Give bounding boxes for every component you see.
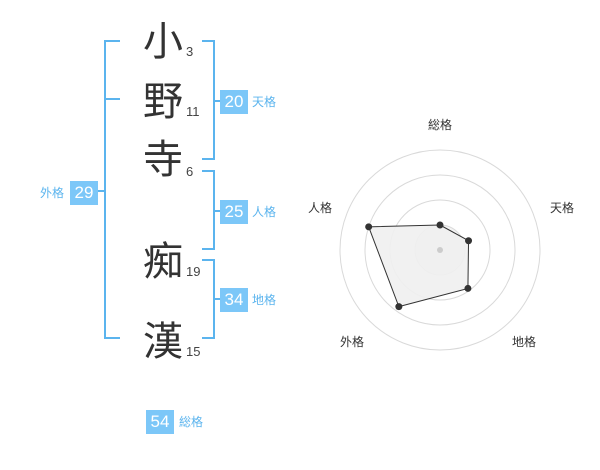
stroke-count-5: 15	[186, 344, 201, 359]
radar-point-5	[365, 223, 373, 231]
gaikaku-label: 外格	[40, 186, 65, 200]
radar-point-1	[436, 221, 444, 229]
radar-point-4	[395, 303, 403, 311]
radar-area	[367, 224, 470, 308]
stroke-count-2: 11	[186, 104, 200, 119]
radar-point-2	[465, 237, 473, 245]
radar-axis-label-3: 地格	[512, 334, 536, 349]
name-char-5: 漢	[143, 319, 183, 365]
tenkaku-value: 20	[220, 90, 248, 114]
stroke-count-1: 3	[186, 44, 194, 59]
name-char-2: 野	[143, 79, 183, 125]
stroke-count-4: 19	[186, 264, 201, 279]
radar-axis-label-4: 外格	[340, 334, 364, 349]
radar-point-3	[464, 284, 472, 292]
name-char-1: 小	[143, 19, 183, 65]
radar-axis-label-1: 総格	[428, 117, 452, 132]
radar-center-dot	[437, 247, 443, 253]
chikaku-value: 34	[220, 288, 248, 312]
chikaku-label: 地格	[252, 293, 277, 307]
soukaku-value: 54	[146, 410, 174, 434]
gaikaku-value: 29	[70, 181, 98, 205]
name-char-3: 寺	[143, 137, 183, 183]
jinkaku-label: 人格	[252, 205, 277, 219]
tenkaku-label: 天格	[252, 95, 277, 109]
jinkaku-value: 25	[220, 200, 248, 224]
soukaku-label: 総格	[179, 415, 204, 429]
name-char-4: 痴	[143, 239, 183, 285]
stroke-count-3: 6	[186, 164, 194, 179]
radar-axis-label-5: 人格	[308, 200, 332, 215]
radar-axis-label-2: 天格	[550, 200, 574, 215]
